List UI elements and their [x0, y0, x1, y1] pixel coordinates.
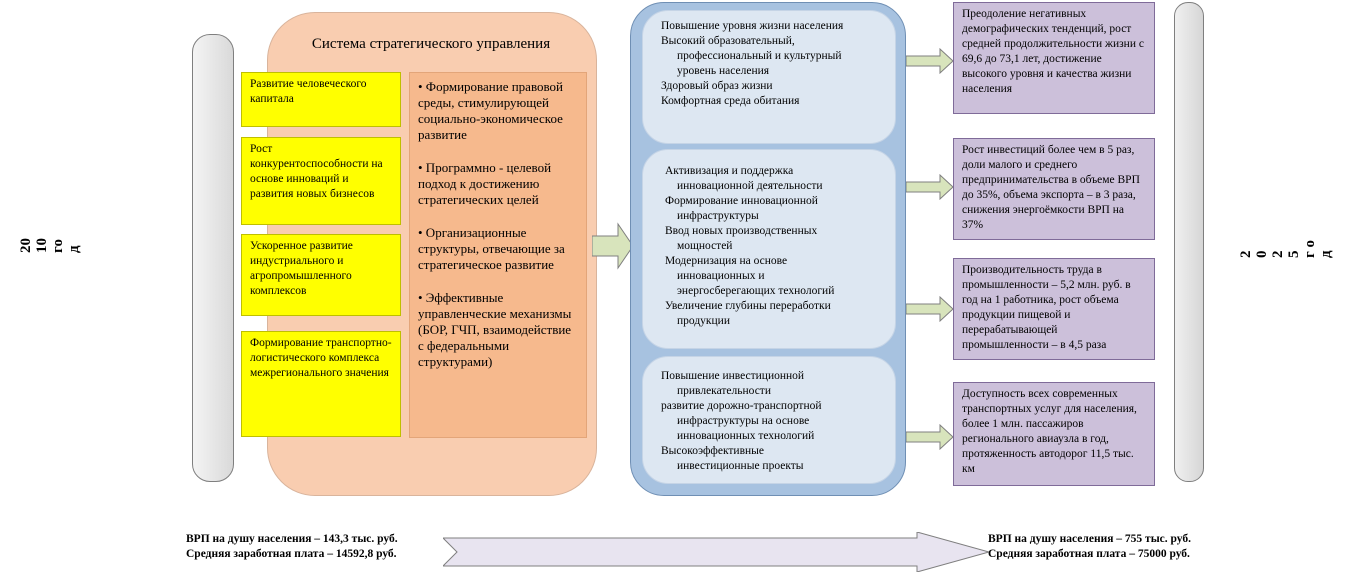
direction-transport-logistics: Формирование транспортно-логистического … — [241, 331, 401, 437]
arrow-to-result — [906, 48, 954, 74]
start-year-label: 20 10 го д — [18, 238, 82, 253]
arrow-to-result — [906, 174, 954, 200]
direction-industrial-complex: Ускоренное развитие индустриального и аг… — [241, 234, 401, 316]
management-methods: • Формирование правовой среды, стимулиру… — [409, 72, 587, 438]
arrow-to-result — [906, 296, 954, 322]
method-item: • Программно - целевой подход к достижен… — [418, 160, 552, 207]
direction-competitiveness: Рост конкурентоспособности на основе инн… — [241, 137, 401, 225]
timeline-arrow — [443, 532, 991, 572]
result-investment: Рост инвестиций более чем в 5 раз, доли … — [953, 138, 1155, 240]
arrow-to-result — [906, 424, 954, 450]
goals-panel-innovation: Активизация и поддержка инновационной де… — [642, 149, 896, 349]
target-indicators: ВРП на душу населения – 755 тыс. руб. Ср… — [988, 533, 1191, 560]
end-year-label: 2 0 2 5 го д — [1238, 236, 1334, 258]
direction-human-capital: Развитие человеческого капитала — [241, 72, 401, 127]
goals-panel-investment: Повышение инвестиционной привлекательнос… — [642, 356, 896, 484]
result-demography: Преодоление негативных демографических т… — [953, 2, 1155, 114]
method-item: • Организационные структуры, отвечающие … — [418, 225, 565, 272]
end-year-bar — [1174, 2, 1204, 482]
method-item: • Формирование правовой среды, стимулиру… — [418, 79, 564, 142]
system-title: Система стратегического управления — [311, 36, 551, 52]
result-productivity: Производительность труда в промышленност… — [953, 258, 1155, 360]
result-transport: Доступность всех современных транспортны… — [953, 382, 1155, 486]
baseline-indicators: ВРП на душу населения – 143,3 тыс. руб. … — [186, 533, 398, 560]
goals-panel-quality-of-life: Повышение уровня жизни населения Высокий… — [642, 10, 896, 144]
start-year-bar — [192, 34, 234, 482]
method-item: • Эффективные управленческие механизмы (… — [418, 290, 572, 369]
arrow-to-goals — [592, 222, 634, 270]
